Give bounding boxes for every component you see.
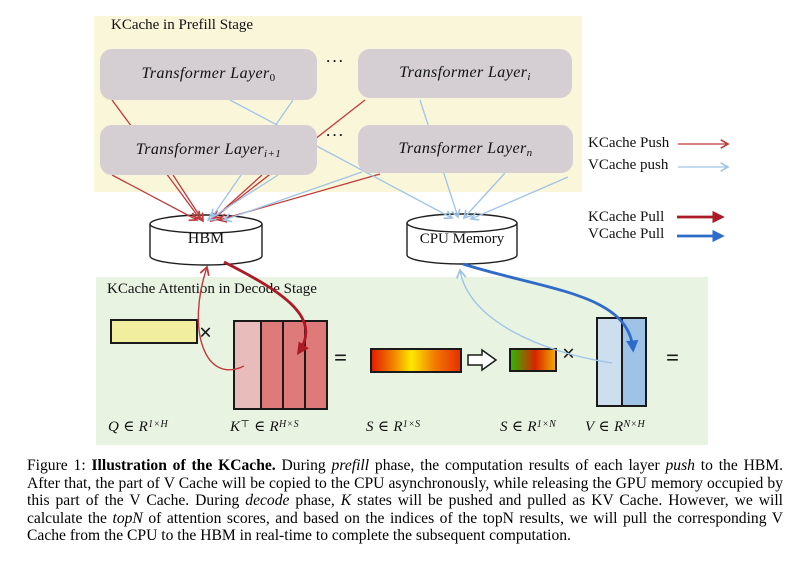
q-dimension-label: Q ∈ R1×H	[108, 419, 168, 435]
legend-kcache-push: KCache Push	[588, 135, 670, 151]
v-column-left	[598, 319, 621, 405]
transformer-layer-i-box: Transformer Layeri	[358, 49, 572, 98]
times-operator-1: ×	[199, 320, 213, 345]
legend-vcache-pull: VCache Pull	[588, 226, 665, 242]
transformer-layer-i1-label: Transformer Layeri+1	[135, 140, 282, 160]
k-column	[306, 322, 326, 408]
transformer-layer-0-label: Transformer Layer0	[141, 65, 276, 84]
hbm-label: HBM	[187, 230, 225, 247]
equals-operator-1: =	[334, 345, 348, 370]
topn-scores-bar	[509, 348, 557, 372]
ellipsis-top: ···	[326, 53, 346, 68]
v-column-pulled	[622, 319, 645, 405]
v-dimension-label: V ∈ RN×H	[585, 419, 645, 435]
transformer-layer-0-box: Transformer Layer0	[100, 49, 317, 100]
s1-dimension-label: S ∈ R1×S	[366, 419, 421, 435]
k-column	[262, 322, 282, 408]
transformer-layer-n-label: Transformer Layern	[398, 139, 533, 159]
prefill-title: KCache in Prefill Stage	[111, 17, 254, 33]
k-column	[284, 322, 304, 408]
legend-vcache-push: VCache push	[588, 157, 669, 173]
figure-caption: Figure 1: Illustration of the KCache. Du…	[27, 457, 784, 545]
legend-kcache-pull: KCache Pull	[588, 209, 665, 225]
k-transpose-matrix	[233, 320, 328, 410]
attention-scores-bar	[370, 348, 462, 373]
s2-dimension-label: S ∈ R1×N	[500, 419, 557, 435]
times-operator-2: ×	[562, 341, 576, 366]
equals-operator-2: =	[666, 345, 680, 370]
q-vector	[110, 319, 198, 344]
ellipsis-bottom: ···	[326, 127, 346, 142]
k-column-cached	[235, 322, 260, 408]
v-matrix	[596, 317, 647, 407]
k-dimension-label: K⊤ ∈ RH×S	[230, 419, 299, 435]
transformer-layer-n-box: Transformer Layern	[358, 125, 573, 173]
cpu-memory-label: CPU Memory	[419, 231, 505, 247]
decode-title: KCache Attention in Decode Stage	[107, 281, 317, 297]
transformer-layer-i1-box: Transformer Layeri+1	[100, 125, 317, 175]
transformer-layer-i-label: Transformer Layeri	[399, 64, 531, 83]
